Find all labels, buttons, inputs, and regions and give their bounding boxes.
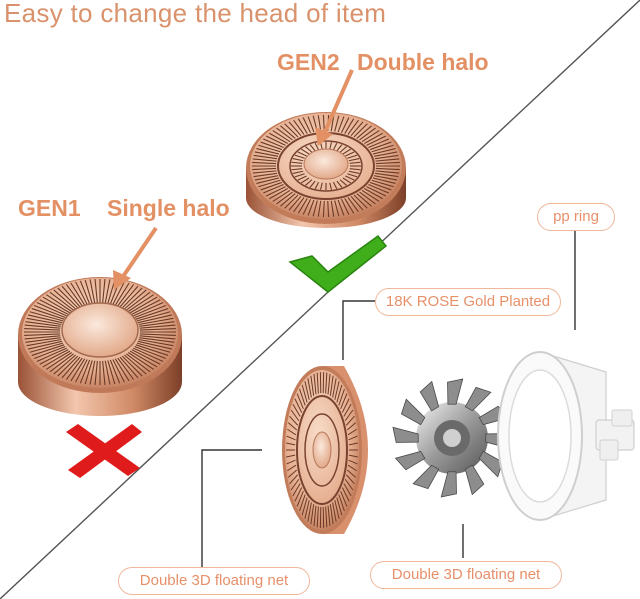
gen2-name: Double halo <box>357 49 489 75</box>
pp-ring-image <box>497 351 635 521</box>
rose-gold-tag: 18K ROSE Gold Planted <box>375 288 561 316</box>
cross-mark-icon <box>66 424 142 478</box>
rose-gold-net-image <box>282 366 368 534</box>
page-title: Easy to change the head of item <box>4 0 387 28</box>
gen1-head-image <box>18 277 182 416</box>
gen2-label: GEN2 <box>277 49 340 75</box>
floating-net-tag-right: Double 3D floating net <box>370 561 562 589</box>
gen2-head-image <box>246 112 406 228</box>
check-mark-icon <box>288 234 388 293</box>
gen1-label: GEN1 <box>18 195 81 221</box>
pp-ring-tag: pp ring <box>537 203 615 231</box>
callout-lines <box>201 228 576 568</box>
gen1-name: Single halo <box>107 195 230 221</box>
blade-assembly-image <box>392 378 512 498</box>
floating-net-tag-left: Double 3D floating net <box>118 567 310 595</box>
